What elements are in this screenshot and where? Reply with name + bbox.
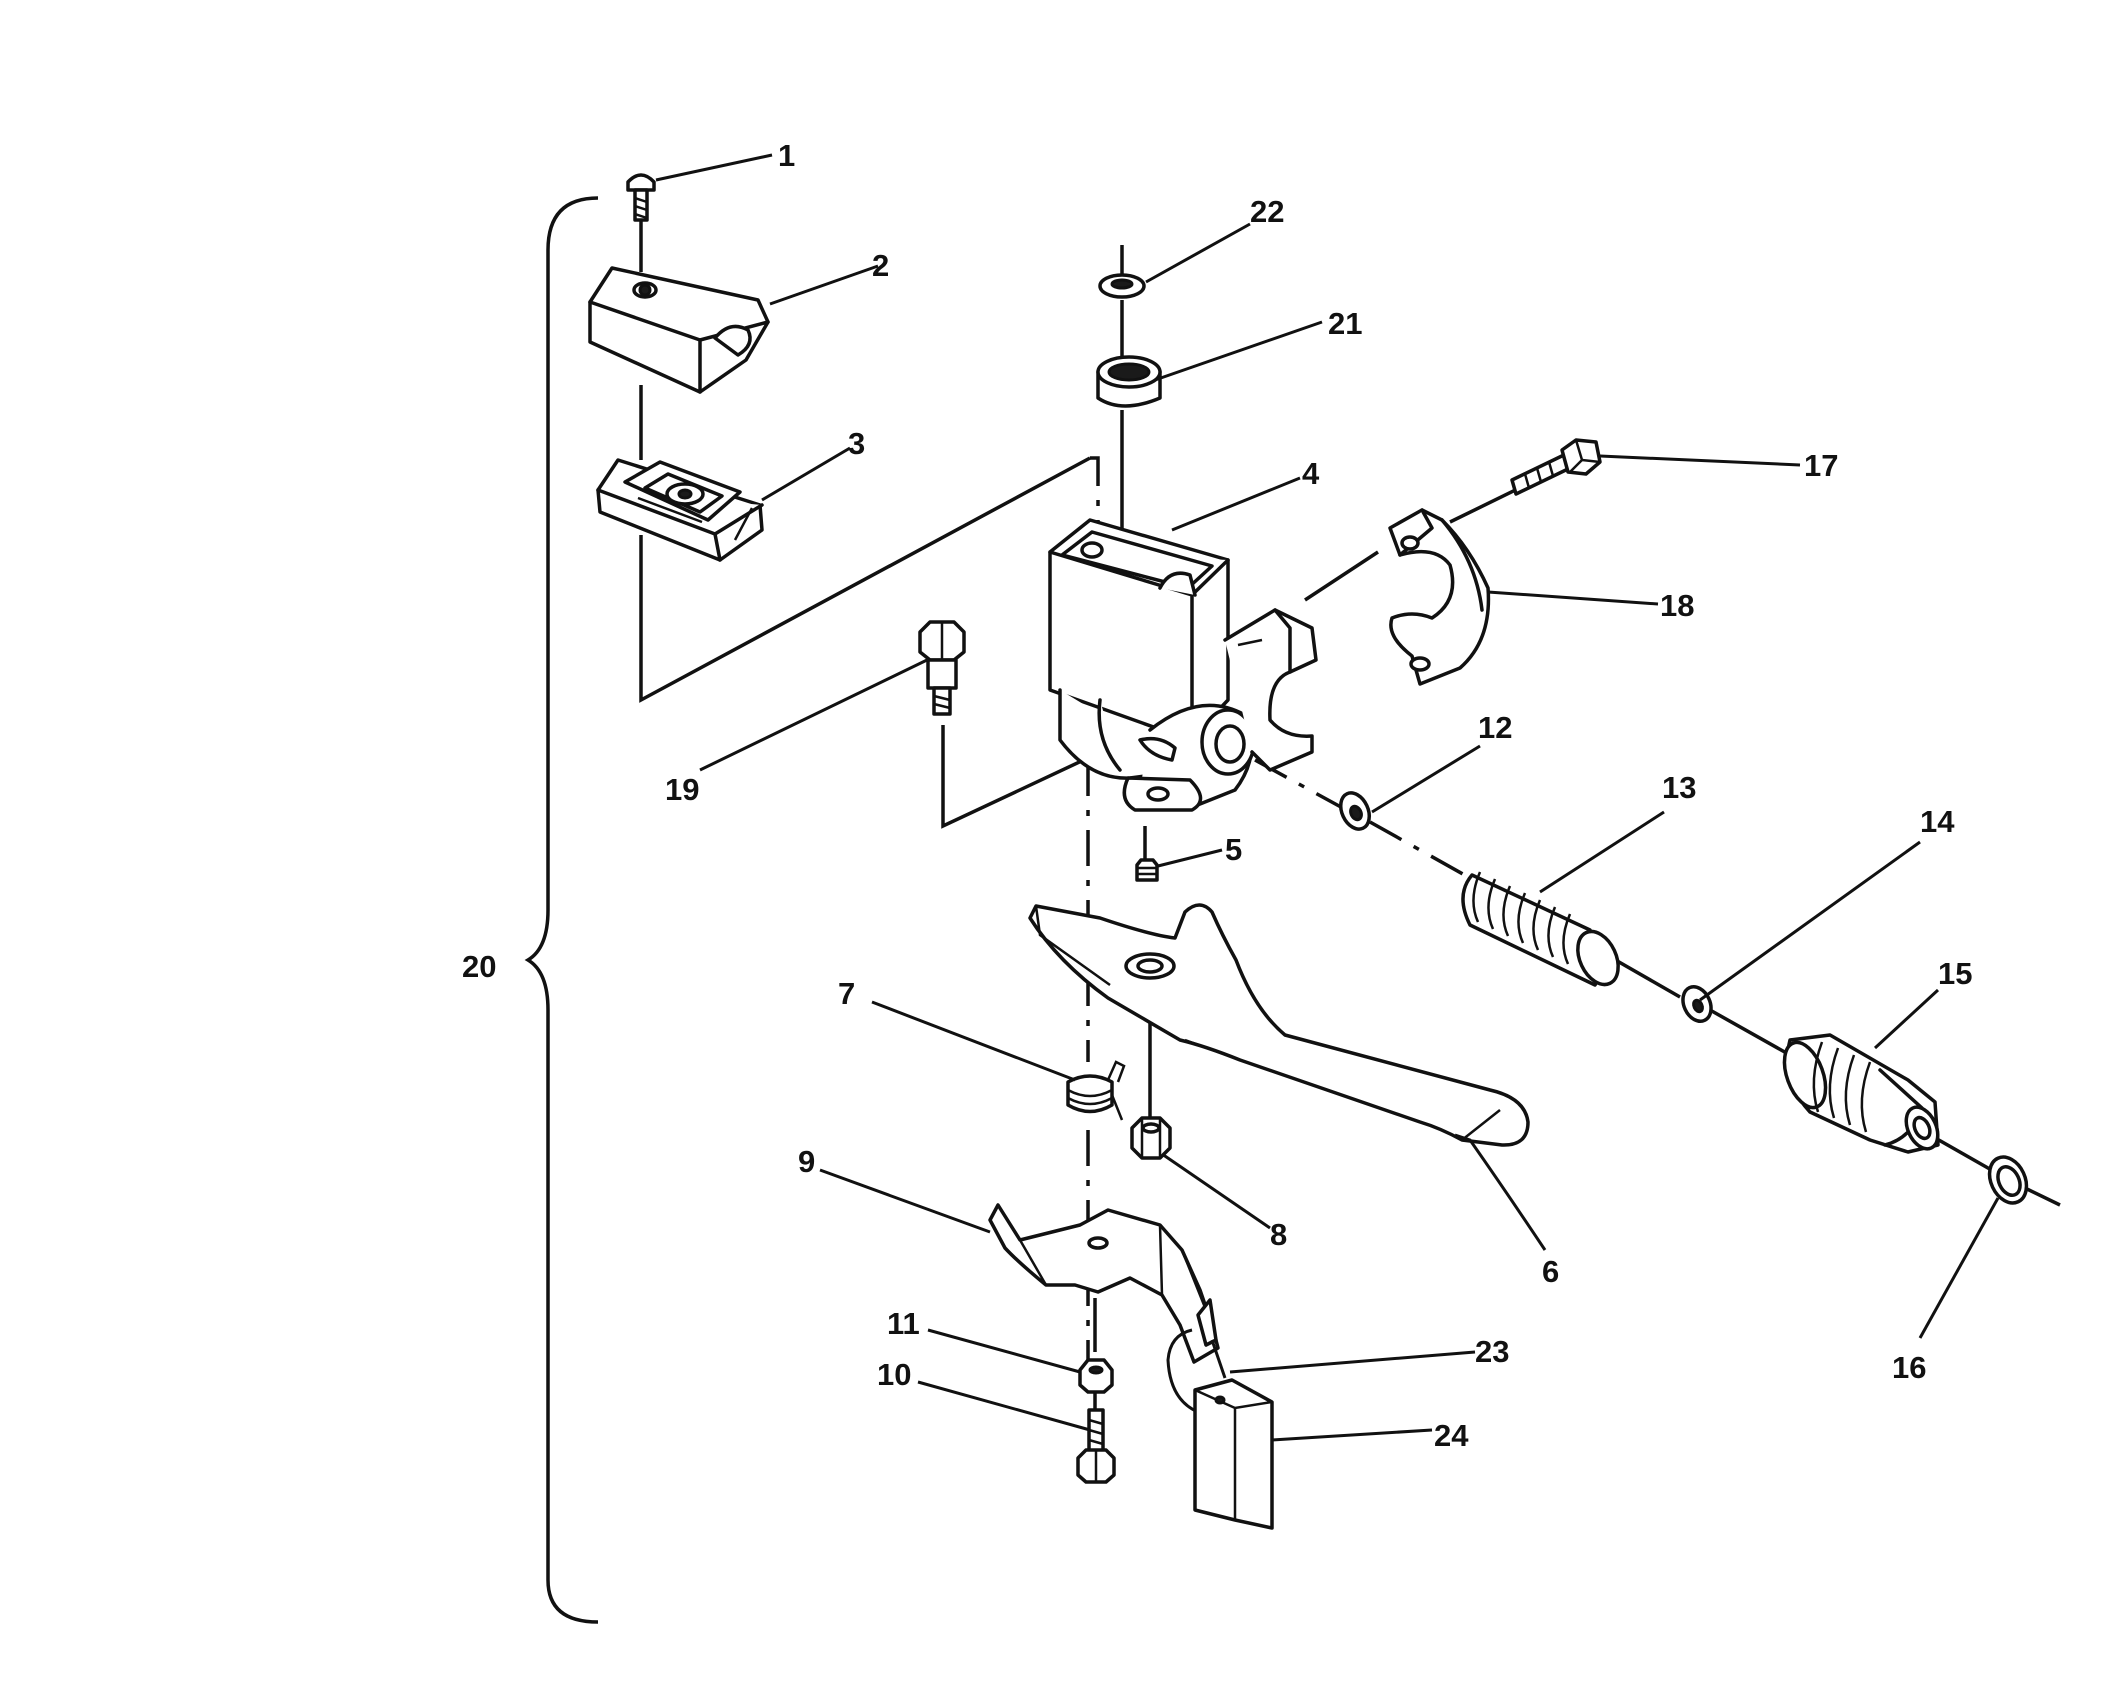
part-15-piston (1782, 1033, 1940, 1154)
part-7-spring (1066, 1060, 1126, 1121)
callout-19: 19 (665, 772, 699, 807)
callout-4: 4 (1302, 456, 1320, 491)
part-21-bushing (1096, 355, 1162, 408)
part-13-spring (1461, 871, 1620, 987)
callout-11: 11 (887, 1306, 920, 1341)
callout-3: 3 (848, 426, 865, 461)
part-2-reservoir-cover (588, 266, 770, 394)
part-10-bolt (1076, 1408, 1116, 1484)
part-8-nut (1130, 1116, 1172, 1160)
part-23-wire (1166, 1328, 1227, 1414)
callout-10: 10 (877, 1357, 911, 1392)
callout-7: 7 (838, 976, 855, 1011)
callout-6: 6 (1542, 1254, 1559, 1289)
part-22-washer (1098, 273, 1146, 299)
part-9-bracket (988, 1203, 1220, 1364)
part-1-screw (626, 173, 656, 222)
part-6-brake-lever (1028, 903, 1530, 1147)
part-17-bolt (1510, 438, 1602, 496)
assembly-brace (524, 196, 599, 1624)
callout-8: 8 (1270, 1217, 1287, 1252)
callout-2: 2 (872, 248, 889, 283)
part-18-clamp (1388, 508, 1491, 686)
callout-labels: 1 2 3 4 5 6 7 8 9 10 11 12 13 14 15 16 1… (462, 138, 1972, 1453)
part-3-diaphragm (596, 458, 764, 562)
callout-13: 13 (1662, 770, 1696, 805)
callout-16: 16 (1892, 1350, 1926, 1385)
callout-24: 24 (1434, 1418, 1469, 1453)
callout-17: 17 (1804, 448, 1838, 483)
callout-5: 5 (1225, 832, 1242, 867)
callout-12: 12 (1478, 710, 1512, 745)
part-5-insert (1135, 858, 1159, 882)
leader-lines (655, 153, 2000, 1442)
part-11-nut (1078, 1358, 1114, 1394)
callout-14: 14 (1920, 804, 1955, 839)
callout-22: 22 (1250, 194, 1284, 229)
assembly-axes (639, 212, 2061, 1410)
part-24-tag (1193, 1378, 1274, 1530)
part-16-snap-ring (1987, 1155, 2029, 1205)
callout-20: 20 (462, 949, 496, 984)
callout-18: 18 (1660, 588, 1694, 623)
callout-1: 1 (778, 138, 795, 173)
callout-23: 23 (1475, 1334, 1509, 1369)
callout-9: 9 (798, 1144, 815, 1179)
callout-21: 21 (1328, 306, 1362, 341)
part-14-washer (1681, 985, 1713, 1023)
part-4-master-cylinder-body (1048, 518, 1318, 812)
part-19-pivot-bolt (918, 620, 966, 716)
callout-15: 15 (1938, 956, 1972, 991)
part-12-washer (1338, 791, 1372, 831)
